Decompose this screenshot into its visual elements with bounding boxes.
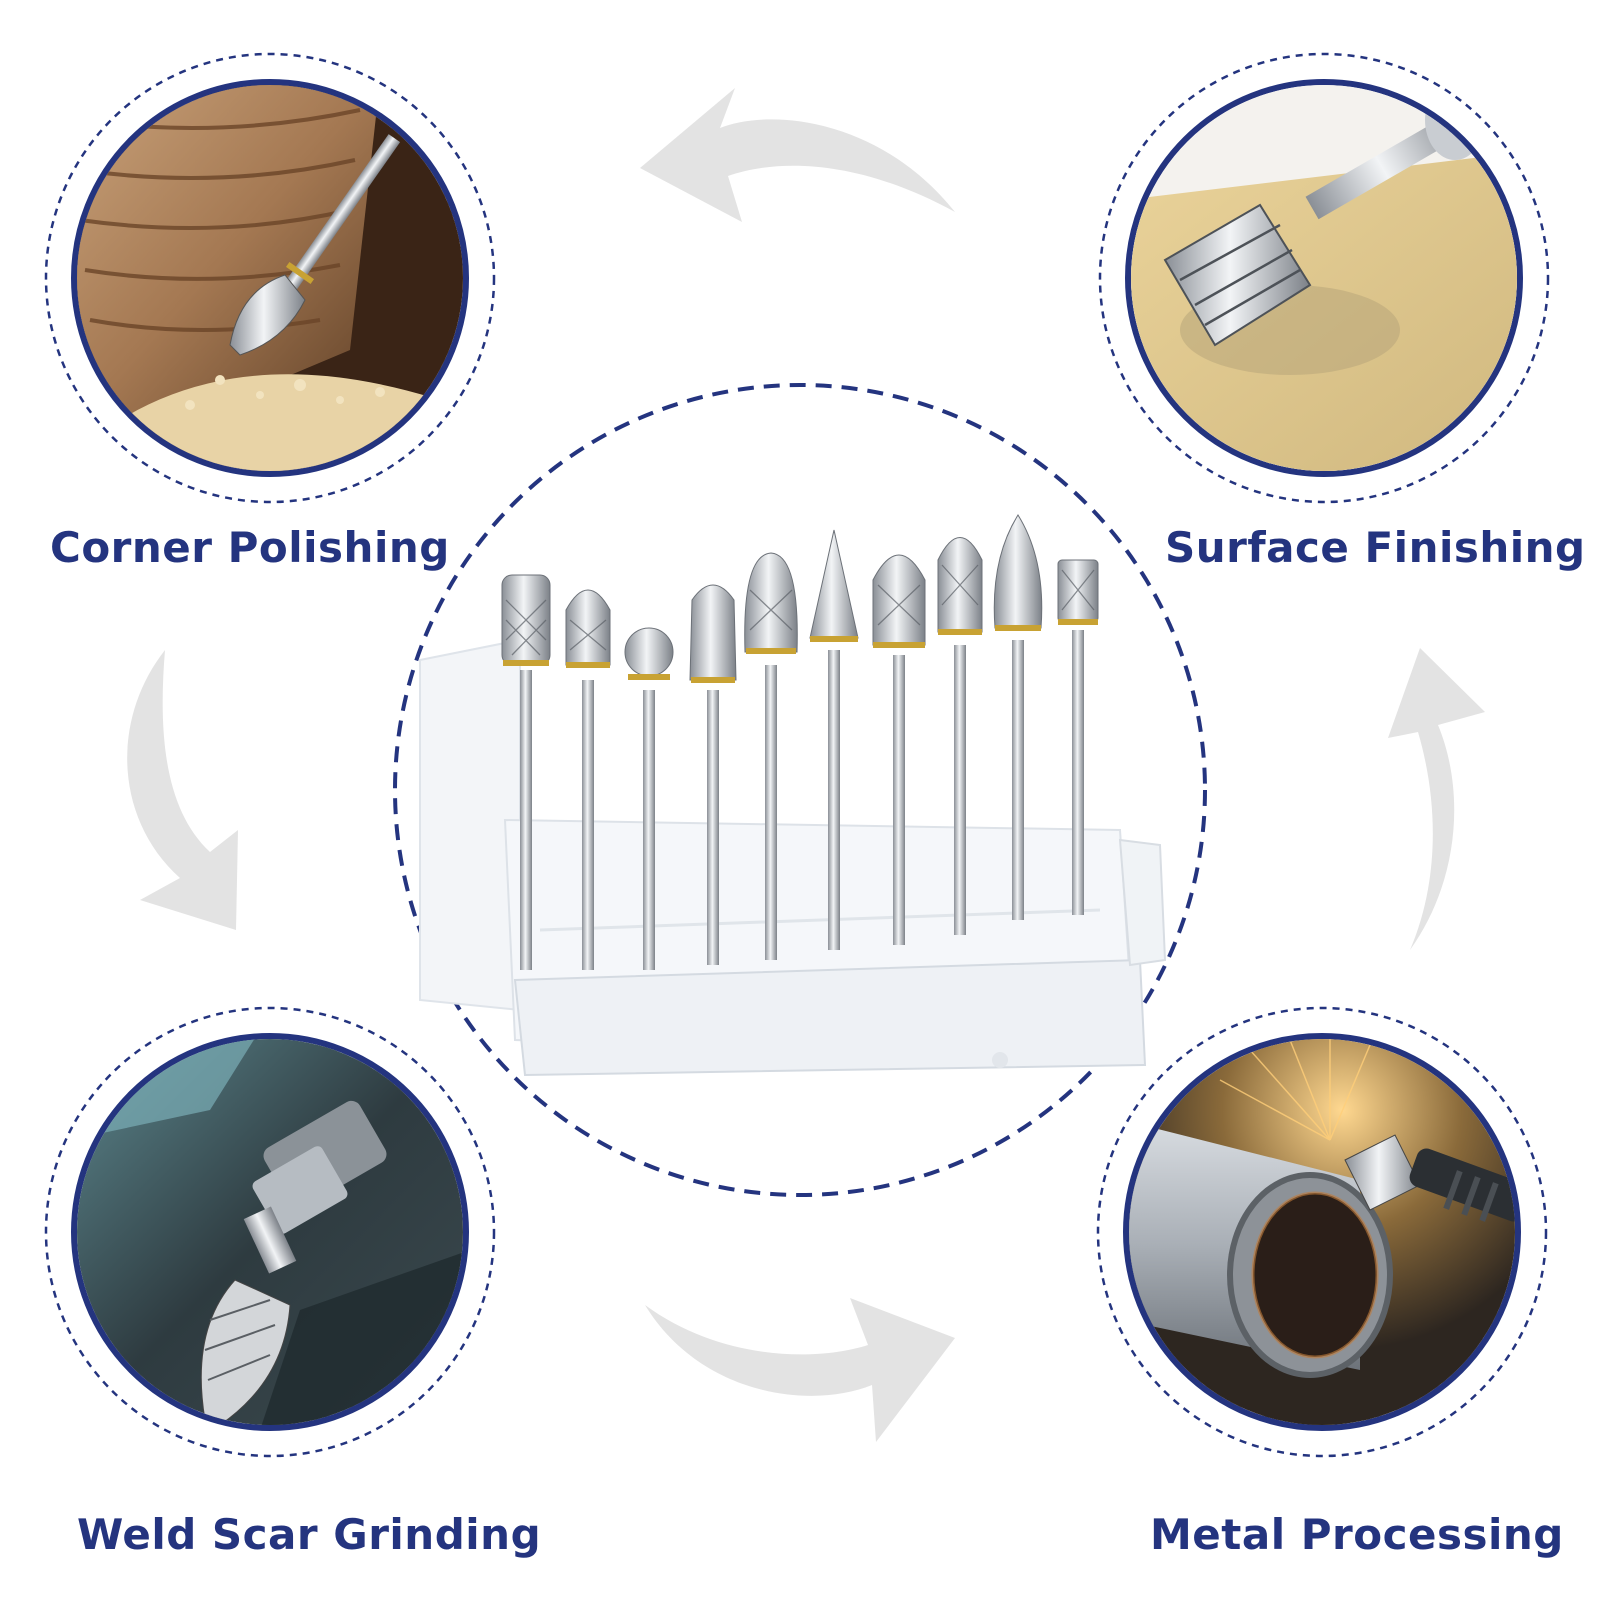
- burr-5: [744, 552, 798, 960]
- metal-processing-label: Metal Processing: [1150, 1510, 1564, 1559]
- corner-polishing-label: Corner Polishing: [50, 523, 450, 572]
- arrow-right-icon: [1388, 648, 1485, 950]
- acrylic-case-image: [419, 638, 1167, 1077]
- arrow-bottom-icon: [645, 1298, 955, 1442]
- metal-processing-circle: [1096, 1006, 1548, 1458]
- corner-polishing-circle: [44, 52, 496, 504]
- metal-processing-photo: [1129, 1039, 1515, 1425]
- burr-7: [872, 554, 926, 945]
- burr-3: [624, 627, 674, 970]
- weld-scar-grinding-label: Weld Scar Grinding: [77, 1510, 542, 1559]
- surface-finishing-circle: [1098, 52, 1550, 504]
- center-product-circle: [393, 383, 1207, 1197]
- burr-4: [689, 584, 737, 965]
- burr-9: [993, 514, 1043, 920]
- arrow-top-icon: [640, 88, 955, 222]
- burr-2: [565, 589, 611, 970]
- burr-6: [809, 529, 859, 950]
- arrow-left-icon: [127, 650, 238, 930]
- surface-finishing-label: Surface Finishing: [1165, 523, 1586, 572]
- weld-scar-grinding-circle: [44, 1006, 496, 1458]
- burr-set: [501, 514, 1099, 970]
